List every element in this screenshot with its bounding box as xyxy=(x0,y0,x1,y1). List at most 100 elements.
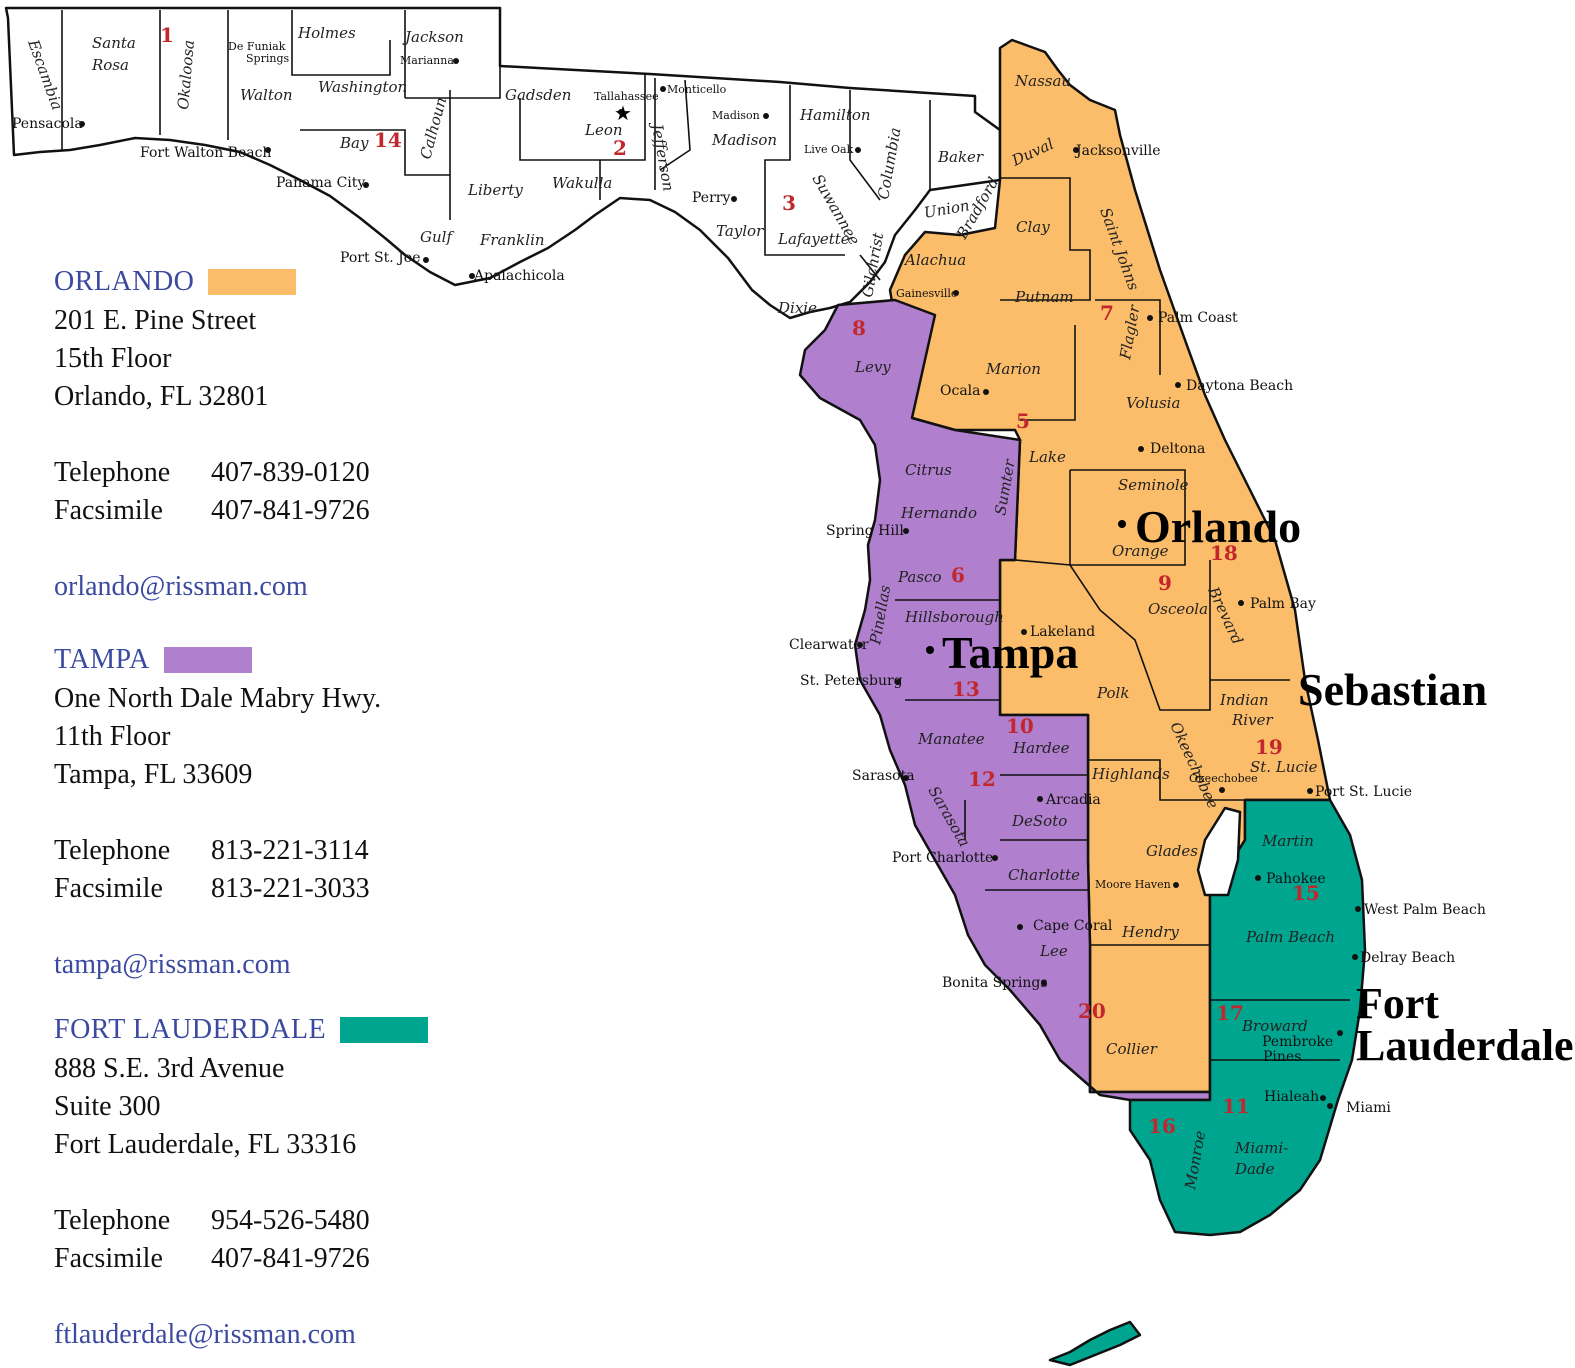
county-label: Rosa xyxy=(91,56,129,74)
address-line: 201 E. Pine Street xyxy=(54,305,257,336)
telephone-number[interactable]: 813-221-3114 xyxy=(211,835,369,866)
county-label: Walton xyxy=(240,86,293,104)
county-label: Manatee xyxy=(917,730,985,748)
city-dot xyxy=(1041,980,1047,986)
county-label: Volusia xyxy=(1126,394,1180,412)
facsimile-label: Facsimile xyxy=(54,873,163,904)
city-dot xyxy=(857,642,863,648)
county-label: Palm Beach xyxy=(1245,928,1335,946)
capital-star-icon: ★ xyxy=(614,101,632,125)
city-dot xyxy=(1352,954,1358,960)
county-label: Jackson xyxy=(402,28,464,46)
city-dot xyxy=(1021,629,1027,635)
county-label: Miami- xyxy=(1234,1139,1288,1157)
circuit-number: 18 xyxy=(1210,541,1238,565)
county-label: Nassau xyxy=(1014,72,1071,90)
city-label: Port Charlotte xyxy=(892,850,993,866)
facsimile-label: Facsimile xyxy=(54,1243,163,1274)
email-link[interactable]: ftlauderdale@rissman.com xyxy=(54,1319,356,1350)
address-line: 888 S.E. 3rd Avenue xyxy=(54,1053,285,1084)
circuit-number: 20 xyxy=(1078,999,1106,1023)
city-label: Palm Coast xyxy=(1158,310,1238,326)
county-label: Lafayette xyxy=(777,230,850,248)
circuit-number: 11 xyxy=(1222,1094,1250,1118)
city-dot xyxy=(731,196,737,202)
county-label: Polk xyxy=(1096,684,1129,702)
circuit-number: 14 xyxy=(374,128,402,152)
city-label: Ocala xyxy=(940,383,981,399)
county-label: Broward xyxy=(1241,1017,1308,1035)
county-label: Indian xyxy=(1219,691,1269,709)
circuit-number: 3 xyxy=(782,191,796,215)
city-label: Palm Bay xyxy=(1250,596,1316,612)
address-line: Orlando, FL 32801 xyxy=(54,381,269,412)
circuit-number: 12 xyxy=(968,767,996,791)
email-link[interactable]: orlando@rissman.com xyxy=(54,571,308,602)
circuit-number: 16 xyxy=(1148,1114,1176,1138)
county-label: Liberty xyxy=(467,181,523,199)
city-label: Springs xyxy=(246,52,289,65)
address-line: Tampa, FL 33609 xyxy=(54,759,253,790)
circuit-number: 13 xyxy=(952,677,980,701)
city-label: Fort Walton Beach xyxy=(140,145,271,161)
county-label: Wakulla xyxy=(552,174,612,192)
county-label: Clay xyxy=(1016,218,1050,236)
tampa-color-swatch xyxy=(163,647,252,673)
city-dot xyxy=(660,86,666,92)
county-label: DeSoto xyxy=(1011,812,1067,830)
city-label: Gainesville xyxy=(896,287,957,300)
county-label: Madison xyxy=(711,131,777,149)
city-label: Hialeah xyxy=(1264,1089,1319,1105)
city-dot xyxy=(983,389,989,395)
city-dot xyxy=(453,58,459,64)
city-label: Pahokee xyxy=(1266,871,1326,887)
county-label: Gadsden xyxy=(505,86,571,104)
florida-keys xyxy=(1048,1320,1142,1367)
county-label: Putnam xyxy=(1014,288,1074,306)
county-label: Glades xyxy=(1146,842,1198,860)
office-name: ORLANDO xyxy=(54,266,195,297)
city-dot xyxy=(1307,788,1313,794)
county-label: St. Lucie xyxy=(1250,758,1318,776)
city-label: Jacksonville xyxy=(1074,143,1161,159)
county-label: Dixie xyxy=(777,299,817,317)
city-dot xyxy=(895,679,901,685)
telephone-number[interactable]: 954-526-5480 xyxy=(211,1205,370,1236)
office-tampa: TAMPA One North Dale Mabry Hwy. 11th Flo… xyxy=(54,640,381,984)
fort-lauderdale-color-swatch xyxy=(340,1017,429,1043)
city-label: St. Petersburg xyxy=(800,673,903,689)
county-label: Highlands xyxy=(1091,765,1170,783)
city-label: Panama City xyxy=(276,175,365,191)
city-dot xyxy=(855,147,861,153)
city-dot xyxy=(423,257,429,263)
city-label: Lakeland xyxy=(1030,624,1095,640)
city-dot xyxy=(1355,906,1361,912)
telephone-number[interactable]: 407-839-0120 xyxy=(211,457,370,488)
city-dot xyxy=(1337,1030,1343,1036)
county-label: Collier xyxy=(1106,1040,1158,1058)
county-label: Santa xyxy=(92,34,136,52)
office-fort-lauderdale: FORT LAUDERDALE 888 S.E. 3rd Avenue Suit… xyxy=(54,1010,429,1354)
city-label: Port St. Joe xyxy=(340,250,421,266)
city-label: Okeechobee xyxy=(1189,772,1258,785)
city-label: Monticello xyxy=(667,83,727,96)
county-label: Osceola xyxy=(1148,600,1208,618)
county-label: Seminole xyxy=(1118,476,1189,494)
city-label: Pensacola xyxy=(12,116,83,132)
city-dot xyxy=(763,113,769,119)
email-link[interactable]: tampa@rissman.com xyxy=(54,949,291,980)
city-dot xyxy=(265,147,271,153)
county-label: Holmes xyxy=(297,24,356,42)
county-label: Charlotte xyxy=(1008,866,1080,884)
city-label: De Funiak xyxy=(228,40,286,53)
county-label: Taylor xyxy=(716,222,764,240)
city-label: Clearwater xyxy=(789,637,869,653)
address-line: One North Dale Mabry Hwy. xyxy=(54,683,382,714)
county-label: Washington xyxy=(318,78,407,96)
city-label: Pembroke xyxy=(1262,1034,1333,1050)
city-dot xyxy=(1327,1103,1333,1109)
